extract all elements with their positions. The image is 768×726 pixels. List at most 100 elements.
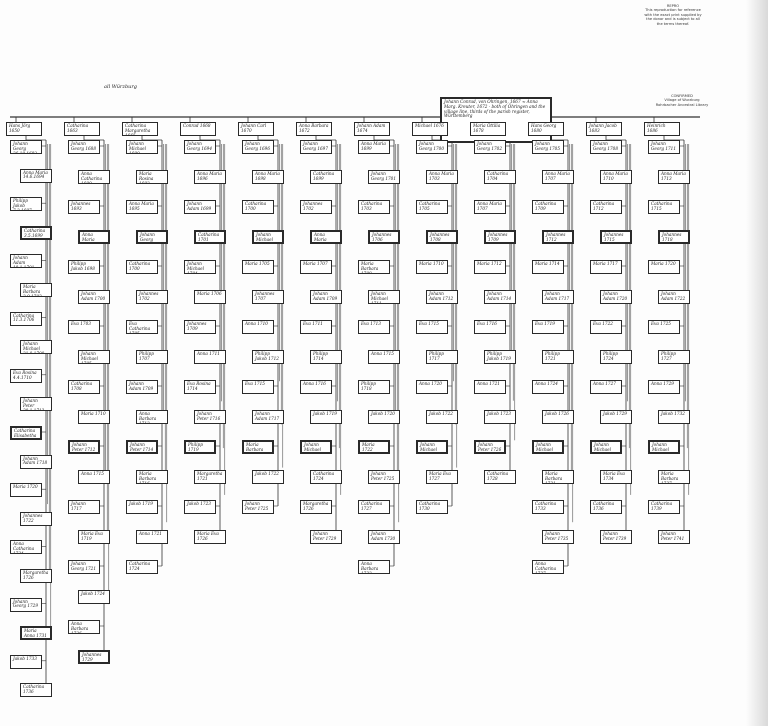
person-box: Eva 1715 — [416, 320, 448, 334]
person-box: Anna Maria 1707 — [542, 170, 574, 184]
person-box: Maria Barbara 2.9.1703 — [20, 283, 52, 297]
person-box: Johann Michael 1690 — [126, 140, 158, 154]
person-box: Johann Michael 1721 — [300, 440, 332, 454]
person-box: Anna Barbara 1712 — [136, 410, 168, 424]
person-box: Jakob 1732 — [658, 410, 690, 424]
person-box: Eva 1715 — [242, 380, 274, 394]
person-box: Jakob 1722 — [252, 470, 284, 484]
person-box: Catharina 1730 — [416, 500, 448, 514]
generation-head-box: Johann Carl 1670 — [238, 122, 274, 136]
person-box: Philipp 1727 — [658, 350, 690, 364]
person-box: Johann Michael 1725 — [416, 440, 448, 454]
person-box: Maria 1706 — [194, 290, 226, 304]
person-box: Anna Maria 1696 — [194, 170, 226, 184]
person-box: Johann Peter 1716 — [194, 410, 226, 424]
person-box: Catharina Elisabetha 1715 — [10, 426, 42, 440]
person-box: Philipp Jakob 7.2.1697 — [10, 197, 42, 212]
person-box: Anna Barbara 1726 — [68, 620, 100, 634]
person-box: Eva 1719 — [532, 320, 564, 334]
person-box: Johannes 1718 — [658, 230, 690, 244]
person-box: Johannes 1707 — [252, 290, 284, 304]
person-box: Maria Eva 1726 — [194, 530, 226, 544]
person-box: Catharina 1699 — [310, 170, 342, 184]
person-box: Maria 1720 — [648, 260, 680, 274]
person-box: Johann Adam 1717 — [252, 410, 284, 424]
person-box: Catharina 1705 — [416, 200, 448, 214]
person-box: Maria 1714 — [532, 260, 564, 274]
person-box: Johannes 1712 — [542, 230, 574, 244]
person-box: Johann Georg 1701 — [368, 170, 400, 184]
person-box: Johannes 1693 — [68, 200, 100, 214]
person-box: Maria 1710 — [78, 410, 110, 424]
person-box: Johannes 1706 — [368, 230, 400, 244]
generation-head-box: Michael 1676 — [412, 122, 448, 136]
person-box: Johann Georg 1688 — [68, 140, 100, 154]
person-box: Johann Adam 1709 — [310, 290, 342, 304]
person-box: Johannes 1709 — [484, 230, 516, 244]
person-box: Johann Adam 1722 — [658, 290, 690, 304]
person-box: Anna Maria 1707 — [474, 200, 506, 214]
person-box: Johann Adam 1709 — [126, 380, 158, 394]
person-box: Maria Barbara 1708 — [358, 260, 390, 274]
person-box: Johannes 1708 — [426, 230, 458, 244]
person-box: Anna Maria 1704 — [310, 230, 342, 244]
person-box: Johannes 1702 — [136, 290, 168, 304]
person-box: Margaretha 1726 — [300, 500, 332, 514]
generation-head-box: Catharina 1663 — [64, 122, 100, 136]
person-box: Jakob 1726 — [542, 410, 574, 424]
person-box: Catharina 1728 — [484, 470, 516, 484]
paper-edge-shadow — [746, 0, 768, 726]
person-box: Johann Georg 1702 — [474, 140, 506, 154]
person-box: Johann Peter 1726 — [474, 440, 506, 454]
person-box: Johann Michael 1705 — [78, 350, 110, 364]
person-box: Anna 1715 — [78, 470, 110, 484]
person-box: Johann Georg 26.10.1692 — [10, 140, 42, 154]
person-box: Jakob 1723 — [184, 500, 216, 514]
person-box: Anna 1729 — [648, 380, 680, 394]
person-box: Johann Peter 1712 — [68, 440, 100, 454]
person-box: Johann Peter 1725 — [242, 500, 274, 514]
person-box: Johann Adam 19.1.1701 — [10, 254, 42, 269]
person-box: Johannes 1729 — [78, 650, 110, 664]
person-box: Catharina 1724 — [310, 470, 342, 484]
person-box: Eva 1722 — [590, 320, 622, 334]
person-box: Jakob 1722 — [426, 410, 458, 424]
person-box: Johann Adam 1717 — [542, 290, 574, 304]
person-box: Philipp Jakob 1719 — [484, 350, 516, 364]
person-box: Anna Maria 1699 — [358, 140, 390, 154]
person-box: Catharina 1715 — [648, 200, 680, 214]
person-box: Maria 1710 — [416, 260, 448, 274]
generation-head-box: Heinrich 1686 — [644, 122, 680, 136]
person-box: Philipp 1724 — [600, 350, 632, 364]
person-box: Johann Adam 1700 — [78, 290, 110, 304]
person-box: Johann Michael 1704 — [184, 260, 216, 274]
generation-head-box: Johann Adam 1674 — [354, 122, 390, 136]
person-box: Catharina 1704 — [484, 170, 516, 184]
person-box: Johannes 1715 — [600, 230, 632, 244]
person-box: Maria Barbara 1719 — [242, 440, 274, 454]
person-box: Anna 1710 — [242, 320, 274, 334]
person-box: Maria 1707 — [300, 260, 332, 274]
person-box: Johann Georg 1705 — [532, 140, 564, 154]
person-box: Anna Maria 1703 — [426, 170, 458, 184]
person-box: Anna Catharina 1737 — [532, 560, 564, 574]
person-box: Catharina 1712 — [590, 200, 622, 214]
person-box: Johann 1717 — [68, 500, 100, 514]
generation-head-box: Anna Barbara 1672 — [296, 122, 332, 136]
person-box: Johann Adam 1720 — [600, 290, 632, 304]
person-box: Philipp Jakob 1712 — [252, 350, 284, 364]
person-box: Johann Adam 1730 — [368, 530, 400, 544]
person-box: Jakob 1724 — [78, 590, 110, 604]
person-box: Anna Maria 1695 — [126, 200, 158, 214]
person-box: Maria 1712 — [474, 260, 506, 274]
person-box: Jakob 1723 — [484, 410, 516, 424]
person-box: Catharina 1701 — [194, 230, 226, 244]
person-box: Eva 1703 — [68, 320, 100, 334]
person-box: Eva 1713 — [358, 320, 390, 334]
person-box: Johann Peter 1739 — [600, 530, 632, 544]
person-box: Anna Maria 1698 — [252, 170, 284, 184]
person-box: Maria Eva 1727 — [426, 470, 458, 484]
person-box: Maria Eva 1734 — [600, 470, 632, 484]
person-box: Johann Peter 1735 — [542, 530, 574, 544]
person-box: Catharina 1736 — [590, 500, 622, 514]
